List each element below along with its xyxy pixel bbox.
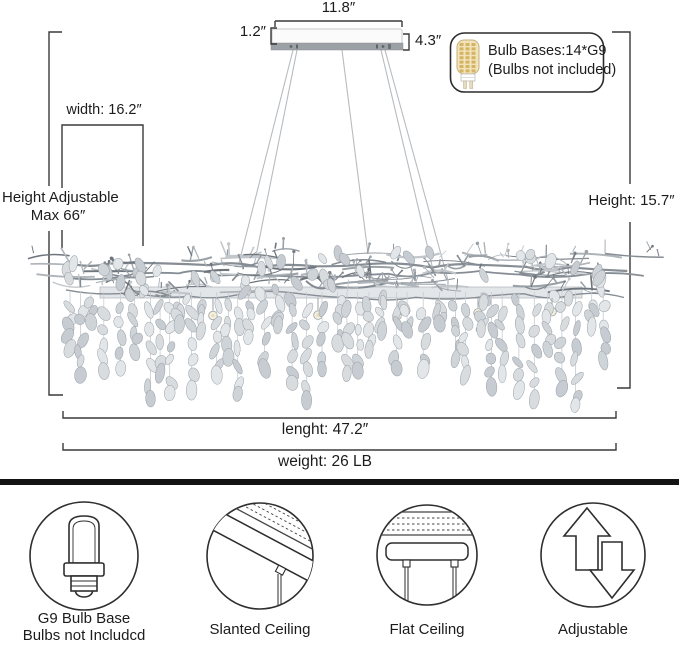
canopy-depth-bracket: [403, 33, 410, 51]
canopy-width-label: 11.8″: [321, 0, 356, 16]
length-dimension-line: [62, 411, 617, 419]
flat-ceiling-icon: [376, 504, 478, 606]
height-adjustable-label-line1: Height Adjustable: [2, 189, 119, 206]
down-arrow: [588, 541, 636, 600]
weight-label: weight: 26 LB: [278, 453, 372, 470]
ceiling-canopy: [270, 28, 404, 51]
feature-label-adjustable: Adjustable: [557, 621, 629, 638]
g9-bulb-icon: [29, 501, 139, 611]
weight-dimension-line: [62, 443, 617, 451]
adjustable-icon: [540, 502, 646, 608]
fixture-height-dimension-line: [612, 31, 631, 389]
up-arrow: [562, 506, 612, 571]
canopy-width-dimension: [274, 20, 403, 27]
bulb-callout: [449, 32, 605, 93]
width-dimension-bracket: [61, 124, 144, 248]
slanted-ceiling-icon: [206, 502, 314, 610]
fixture-height-label: Height: 15.7″: [588, 192, 675, 209]
bulb-callout-line2: (Bulbs not included): [488, 62, 617, 78]
adjustable-height-dimension-line: [48, 31, 63, 396]
feature-label-flat-ceiling: Flat Ceiling: [389, 621, 465, 638]
divider-bar: [0, 479, 679, 485]
suspension-cables: [238, 49, 449, 281]
feature-label-g9-bulb-base: G9 Bulb Base: [37, 610, 131, 627]
g9-led-bulb-image: [456, 39, 480, 89]
canopy-depth-label: 4.3″: [415, 32, 442, 49]
canopy-height-label: 1.2″: [239, 23, 266, 40]
length-label: lenght: 47.2″: [281, 421, 369, 438]
canopy-height-bracket: [270, 27, 277, 45]
bulb-chip-grid: [459, 43, 476, 73]
canopy-screws: [289, 44, 391, 49]
feature-sublabel-bulbs-not-included: Bulbs not Includcd: [22, 627, 146, 644]
bulb-callout-line1: Bulb Bases:14*G9: [488, 43, 607, 59]
fixture-width-label: width: 16.2″: [66, 102, 142, 118]
feature-label-slanted-ceiling: Slanted Ceiling: [209, 621, 311, 638]
chandelier-illustration: [27, 236, 664, 413]
height-adjustable-label-line2: Max 66″: [30, 207, 86, 224]
